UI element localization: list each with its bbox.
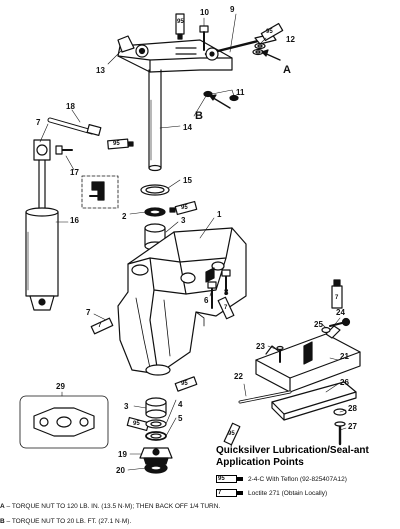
grease-tube-95e xyxy=(174,376,198,392)
callout-16: 16 xyxy=(70,216,79,225)
tube-label-95: 95 xyxy=(181,205,188,211)
callout-19: 19 xyxy=(118,450,127,459)
callout-10: 10 xyxy=(200,8,209,17)
grease-tube-95c xyxy=(260,22,284,42)
callout-4: 4 xyxy=(178,400,183,409)
gasket-29 xyxy=(19,395,109,449)
bushing-3-lower xyxy=(145,397,167,419)
legend-item-text: Loctite 271 (Obtain Locally) xyxy=(248,489,328,497)
bolt-6 xyxy=(207,281,217,309)
torque-note-A: A – TORQUE NUT TO 120 LB. IN. (13.5 N·M)… xyxy=(0,503,221,510)
pin-23 xyxy=(276,345,284,363)
callout-5: 5 xyxy=(178,414,183,423)
grease-tube-icon: 95 xyxy=(216,475,244,483)
callout-8: 8 xyxy=(224,288,229,297)
washer-4 xyxy=(145,419,167,429)
callout-27: 27 xyxy=(348,422,357,431)
rod-22 xyxy=(238,390,292,404)
tube-label-7: 7 xyxy=(224,305,228,311)
seal-2 xyxy=(144,207,166,217)
callout-7-left: 7 xyxy=(86,308,91,317)
callout-17: 17 xyxy=(70,168,79,177)
callout-13: 13 xyxy=(96,66,105,75)
screw-24 xyxy=(329,317,351,327)
grease-tube-95d xyxy=(169,200,198,216)
callout-9: 9 xyxy=(230,5,235,14)
grease-tube-95a xyxy=(107,138,134,150)
lever-plate-26 xyxy=(271,381,357,421)
callout-20: 20 xyxy=(116,466,125,475)
legend-item-text: 2-4-C With Teflon (92-825407A12) xyxy=(248,475,347,483)
washer-25 xyxy=(321,326,331,334)
callout-29: 29 xyxy=(56,382,65,391)
callout-22: 22 xyxy=(234,372,243,381)
callout-26: 26 xyxy=(340,378,349,387)
arrow-B xyxy=(209,94,231,109)
cylinder-16 xyxy=(25,139,59,311)
callout-21: 21 xyxy=(340,352,349,361)
callout-2: 2 xyxy=(122,212,127,221)
torque-note-B: B – TORQUE NUT TO 20 LB. FT. (27.1 N·M). xyxy=(0,518,132,525)
tube-label-95: 95 xyxy=(133,421,140,427)
fitting-detail-box xyxy=(81,175,119,209)
callout-24: 24 xyxy=(336,308,345,317)
tube-label-95: 95 xyxy=(113,141,120,147)
grease-tube-95g xyxy=(223,422,241,446)
tube-label-95: 95 xyxy=(228,431,235,437)
tube-label-95: 95 xyxy=(181,381,188,387)
callout-14: 14 xyxy=(183,123,192,132)
callout-1: 1 xyxy=(217,210,222,219)
tilt-lock-lever xyxy=(255,325,361,393)
callout-3-upper: 3 xyxy=(181,216,186,225)
tube-label-7: 7 xyxy=(335,295,339,301)
grease-tube-95b xyxy=(175,13,185,40)
loctite-tube-7c xyxy=(331,279,343,309)
callout-28: 28 xyxy=(348,404,357,413)
leader-lines xyxy=(39,13,347,471)
callout-7-upper: 7 xyxy=(36,118,41,127)
loctite-tube-7b xyxy=(217,296,235,320)
swivel-bracket xyxy=(117,227,247,376)
steering-shaft xyxy=(148,69,162,172)
sealant-tube-icon: 7 xyxy=(216,489,244,497)
tube-label-95: 95 xyxy=(177,19,184,25)
callout-12: 12 xyxy=(286,35,295,44)
nut-20 xyxy=(144,462,168,474)
pin-18 xyxy=(47,117,102,137)
tube-label-95: 95 xyxy=(266,29,273,35)
washer-5 xyxy=(145,431,167,441)
callout-B: B xyxy=(195,110,203,122)
legend-item-95: 95 2-4-C With Teflon (92-825407A12) xyxy=(216,473,347,485)
bolt-17 xyxy=(55,145,73,155)
callout-11: 11 xyxy=(236,88,245,97)
screw-27 xyxy=(334,421,346,446)
loctite-tube-7a xyxy=(90,317,114,335)
callout-25: 25 xyxy=(314,320,323,329)
callout-A: A xyxy=(283,64,291,76)
callout-18: 18 xyxy=(66,102,75,111)
callout-6: 6 xyxy=(204,296,209,305)
legend-title: Quicksilver Lubrication/Seal-ant Applica… xyxy=(216,445,369,468)
bushing-15 xyxy=(140,184,170,196)
legend-item-7: 7 Loctite 271 (Obtain Locally) xyxy=(216,487,327,499)
arrow-A xyxy=(261,49,281,61)
callout-3-lower: 3 xyxy=(124,402,129,411)
callout-15: 15 xyxy=(183,176,192,185)
callout-23: 23 xyxy=(256,342,265,351)
yoke-19 xyxy=(139,447,173,465)
tube-label-7: 7 xyxy=(98,323,102,329)
